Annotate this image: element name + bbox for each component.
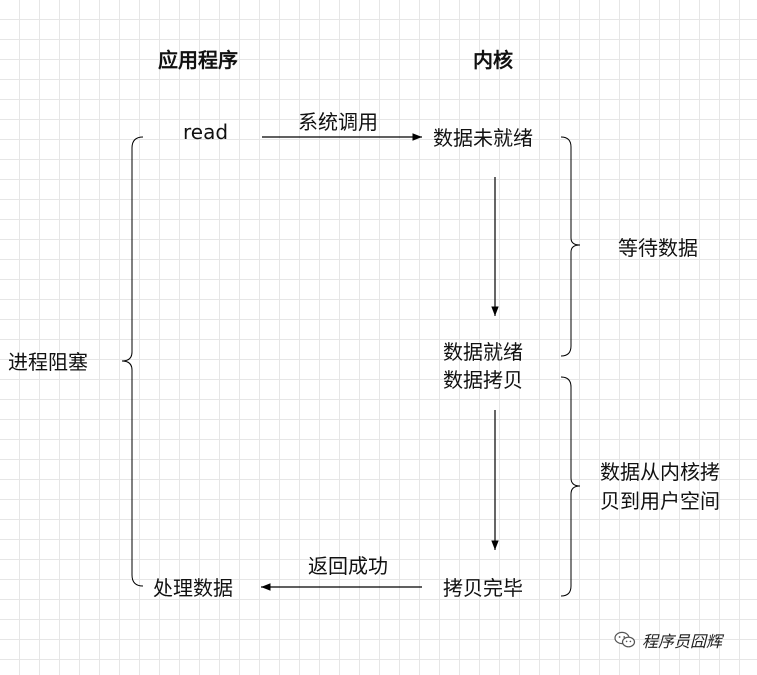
brace-blocked — [121, 136, 144, 587]
header-app: 应用程序 — [158, 48, 238, 72]
watermark: 程序员囧辉 — [614, 628, 722, 652]
brace-wait — [560, 136, 581, 357]
wechat-icon — [614, 631, 636, 648]
node-data-copy: 数据拷贝 — [443, 368, 523, 392]
brace-label-copy-line2: 贝到用户空间 — [600, 489, 720, 513]
node-data-ready: 数据就绪 — [443, 340, 523, 364]
watermark-text: 程序员囧辉 — [642, 632, 723, 651]
brace-label-blocked: 进程阻塞 — [8, 350, 88, 374]
header-kernel: 内核 — [473, 48, 513, 72]
node-process-data: 处理数据 — [153, 576, 233, 600]
brace-copy — [560, 376, 581, 597]
edge-label-syscall: 系统调用 — [298, 110, 378, 134]
node-read: read — [183, 120, 229, 144]
node-data-not-ready: 数据未就绪 — [433, 126, 533, 150]
brace-label-copy-line1: 数据从内核拷 — [600, 460, 720, 484]
edge-label-return-ok: 返回成功 — [308, 554, 388, 578]
brace-label-wait: 等待数据 — [618, 236, 698, 260]
node-copy-done: 拷贝完毕 — [443, 576, 523, 600]
